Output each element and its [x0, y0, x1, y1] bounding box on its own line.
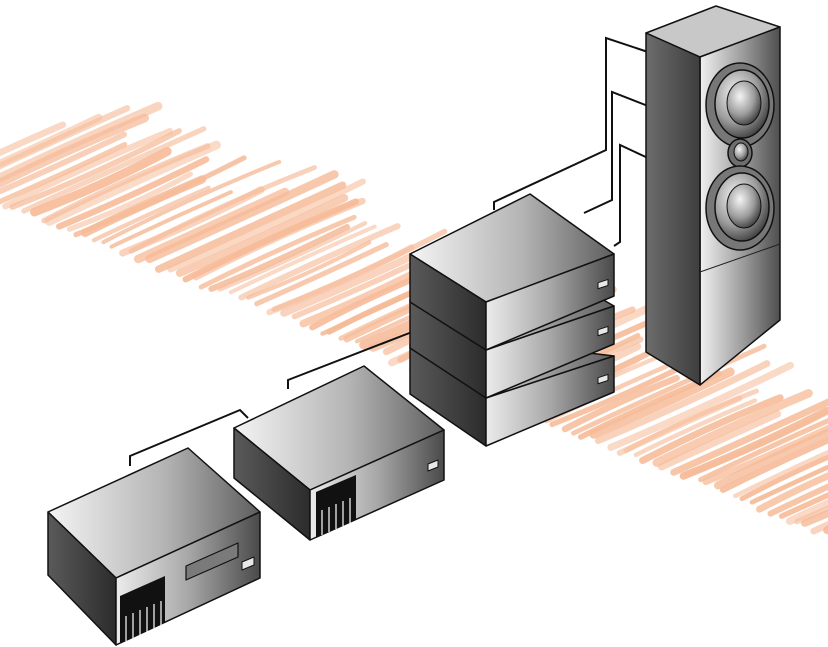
scribble-stroke [192, 197, 366, 281]
scribble-stroke [133, 187, 290, 264]
scribble-stroke [0, 113, 149, 188]
preamplifier [233, 365, 445, 541]
scribble-stroke [767, 483, 828, 517]
scribble-stroke [9, 128, 182, 210]
woofer-upper [705, 62, 775, 148]
scribble-stroke [30, 147, 172, 217]
scribble-stroke [607, 361, 794, 451]
preamplifier-keypad [316, 475, 356, 538]
preamplifier-indicator [427, 459, 439, 472]
scribble-stroke [21, 126, 207, 214]
scribble-stroke [698, 417, 828, 483]
scribble-stroke [91, 185, 211, 243]
scribble-stroke [198, 214, 357, 290]
scribble-stroke [0, 105, 131, 170]
cable-preamp-to-amp [287, 331, 413, 389]
scribble-stroke [109, 190, 233, 249]
scribble-stroke [561, 374, 680, 433]
scribble-stroke [794, 505, 828, 525]
scribble-stroke [41, 143, 211, 224]
scribble-stroke [733, 449, 828, 499]
scribble-stroke [639, 394, 784, 465]
scribble-stroke [749, 464, 828, 505]
cables [129, 36, 649, 466]
cable-amp2-to-speaker [583, 90, 649, 214]
scribble-stroke [2, 128, 174, 210]
cable-cd-to-preamp [129, 408, 249, 466]
scribble-stroke [80, 175, 207, 237]
scribble-stroke [0, 131, 128, 195]
scribble-stroke [44, 140, 221, 226]
scribble-stroke [800, 509, 828, 527]
scribble-stroke [217, 220, 368, 292]
speaker-side [645, 32, 701, 386]
scribble-stroke [714, 428, 828, 490]
woofer-lower [705, 165, 775, 251]
scribble-stroke [0, 121, 67, 157]
scribble-stroke [271, 228, 448, 312]
tweeter [727, 138, 753, 168]
scribble-stroke [56, 156, 210, 230]
amplifier-3-indicator [597, 373, 609, 385]
cd-player-keypad [120, 576, 165, 643]
scribble-stroke [778, 492, 828, 519]
scribble-stroke [589, 367, 735, 439]
scribble-stroke [66, 171, 193, 232]
scribble-stroke [155, 181, 347, 273]
scribble-stroke [739, 454, 828, 502]
scribble-stroke [719, 436, 828, 493]
scribble-stroke [652, 389, 813, 467]
scribble-stroke [0, 141, 128, 205]
scribble-stroke [571, 343, 767, 436]
scribble-stroke [756, 472, 828, 513]
scribble-stroke [670, 398, 828, 476]
amplifier-2-indicator [597, 325, 609, 337]
scribble-stroke [228, 224, 377, 295]
scribble-stroke [594, 360, 771, 444]
scribble-stroke [167, 178, 366, 273]
scribble-stroke [175, 194, 349, 277]
scribble-stroke [633, 398, 758, 458]
cable-amp1-to-speaker [493, 36, 649, 210]
scribble-stroke [208, 223, 351, 292]
scribble-stroke [101, 159, 282, 245]
speaker [645, 5, 781, 386]
cable-amp3-to-speaker [613, 143, 649, 247]
scribble-stroke [246, 240, 372, 300]
scribble-stroke [128, 165, 317, 254]
cd-player [47, 447, 261, 646]
amplifier-1-indicator [597, 278, 609, 290]
scribble-stroke [679, 406, 828, 480]
scribble-stroke [623, 388, 760, 454]
scribble-stroke [254, 242, 389, 307]
scribble-stroke [657, 410, 782, 471]
cd-player-indicator [241, 556, 255, 571]
scribble-stroke [785, 499, 828, 526]
amplifier-1 [409, 193, 615, 351]
amplifier-stack [409, 193, 615, 447]
scribble-stroke [238, 223, 401, 301]
scribble-stroke [684, 408, 828, 478]
cd-disc-slot [185, 542, 239, 581]
scribble-stroke [145, 170, 339, 264]
